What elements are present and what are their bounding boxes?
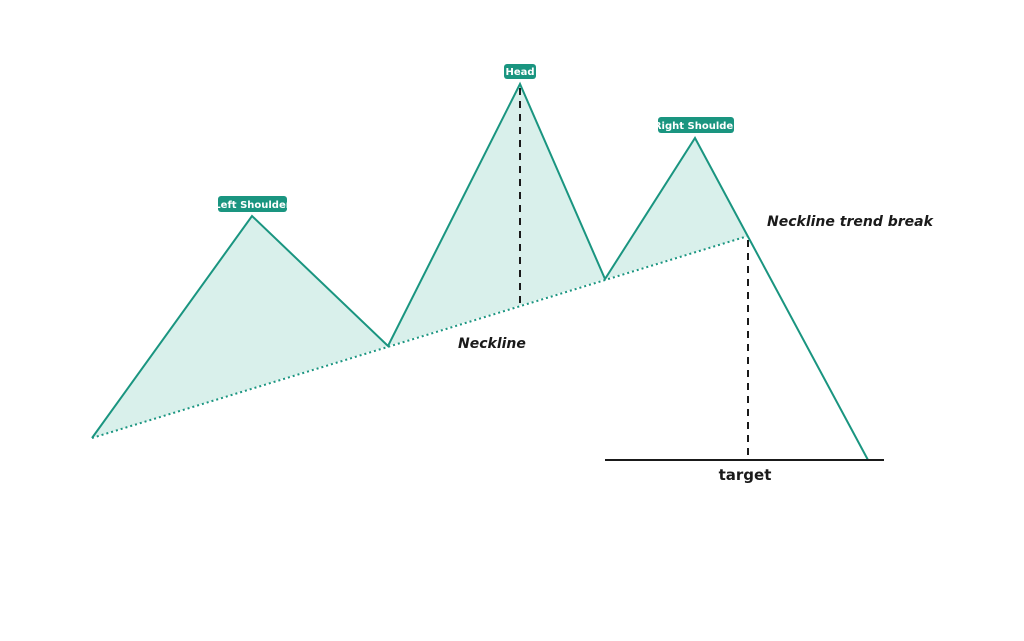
left-shoulder-label: Left Shoulder bbox=[214, 200, 290, 211]
right-shoulder-area bbox=[605, 138, 748, 279]
target-label: target bbox=[719, 466, 772, 484]
head-label: Head bbox=[505, 67, 534, 78]
neckline-label: Neckline bbox=[458, 336, 526, 352]
head-badge: Head bbox=[504, 64, 536, 79]
right-shoulder-badge: Right Shoulder bbox=[654, 117, 738, 133]
neckline bbox=[91, 235, 749, 439]
price-line bbox=[91, 81, 869, 461]
right-shoulder-label: Right Shoulder bbox=[654, 121, 738, 132]
left-shoulder-badge: Left Shoulder bbox=[214, 196, 291, 212]
left-shoulder-area bbox=[92, 216, 388, 438]
neckline-break-label: Neckline trend break bbox=[767, 214, 935, 230]
head-area bbox=[388, 84, 605, 346]
